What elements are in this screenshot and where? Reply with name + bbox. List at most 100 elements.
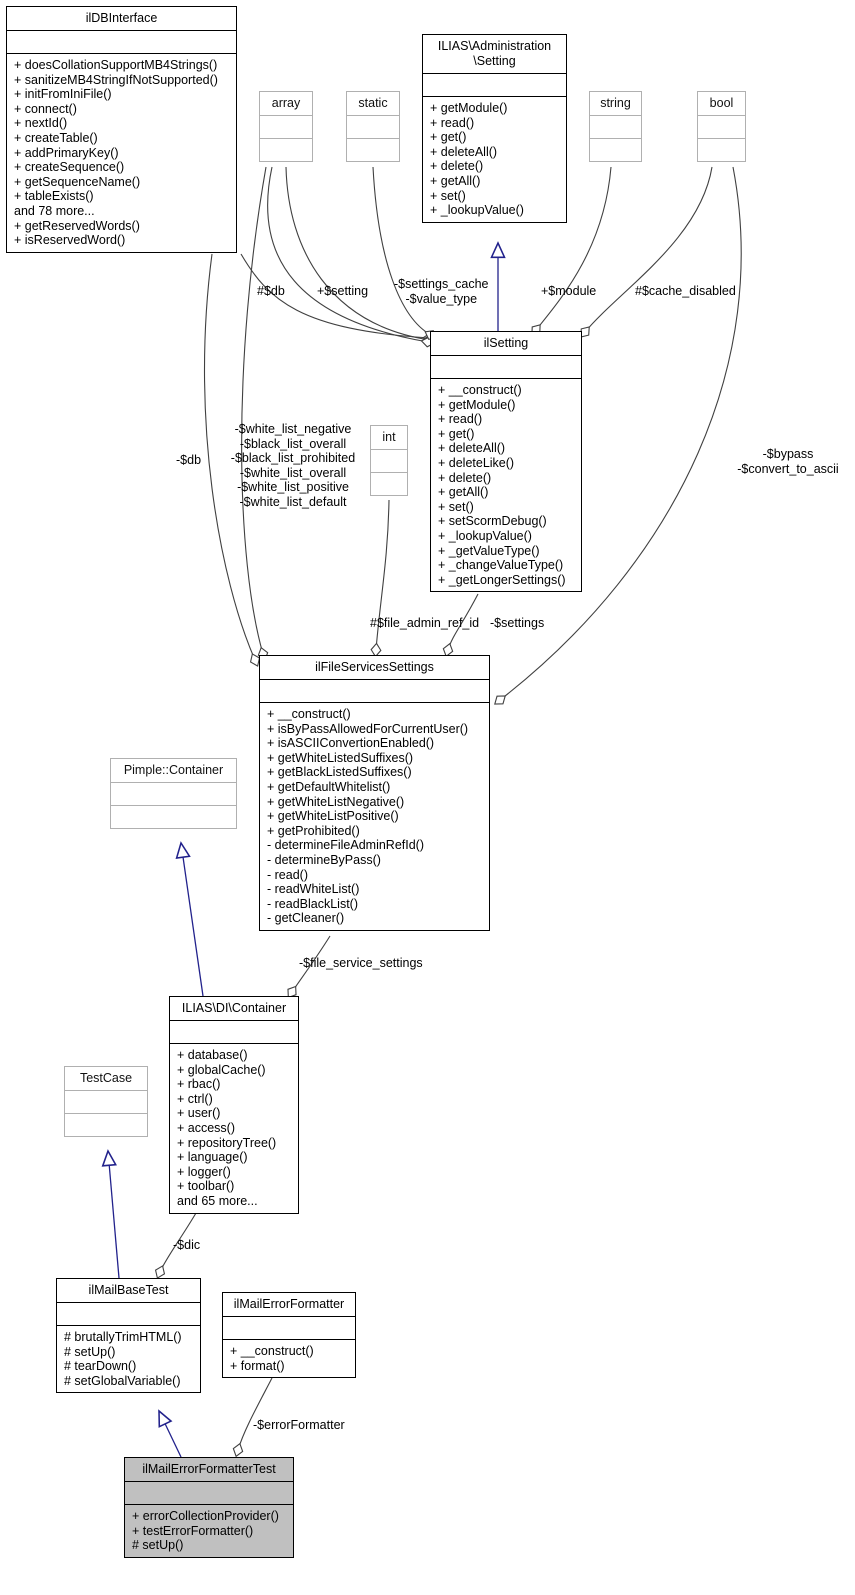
method-item: + __construct() xyxy=(230,1344,314,1358)
method-item: + __construct() xyxy=(438,383,522,397)
method-item: + getBlackListedSuffixes() xyxy=(267,765,412,780)
method-item: + getProhibited() xyxy=(267,823,360,838)
class-node-bool[interactable]: bool xyxy=(697,91,746,162)
method-item: + read() xyxy=(430,115,475,130)
method-item: + globalCache() xyxy=(177,1062,266,1077)
class-methods-compartment: # brutallyTrimHTML() # setUp() # tearDow… xyxy=(57,1325,200,1392)
class-attributes-compartment xyxy=(347,115,399,138)
method-item: + __construct() xyxy=(267,707,351,721)
method-item: - getCleaner() xyxy=(267,911,345,926)
class-node-ilDBInterface[interactable]: ilDBInterface + doesCollationSupportMB4S… xyxy=(6,6,237,253)
method-item: + ctrl() xyxy=(177,1091,213,1106)
class-attributes-compartment xyxy=(111,782,236,805)
class-methods-compartment: + __construct() + format() xyxy=(223,1339,355,1377)
method-item: + createTable() xyxy=(14,130,98,145)
method-item: + getAll() xyxy=(430,173,481,188)
class-attributes-compartment xyxy=(371,449,407,472)
method-item: + rbac() xyxy=(177,1077,221,1092)
class-methods-compartment: + __construct() + isByPassAllowedForCurr… xyxy=(260,702,489,930)
class-node-pimple-container[interactable]: Pimple::Container xyxy=(110,758,237,829)
method-item: and 78 more... xyxy=(14,203,95,218)
method-item: + set() xyxy=(430,188,466,203)
class-attributes-compartment xyxy=(260,115,312,138)
class-node-ilias-di-container[interactable]: ILIAS\DI\Container + database() + global… xyxy=(169,996,299,1214)
method-item: + getSequenceName() xyxy=(14,174,141,189)
method-item: + getModule() xyxy=(438,397,516,412)
class-methods-compartment: + doesCollationSupportMB4Strings() + san… xyxy=(7,53,236,252)
method-item: + testErrorFormatter() xyxy=(132,1523,254,1538)
class-methods-compartment xyxy=(698,138,745,161)
class-node-ilias-administration-setting[interactable]: ILIAS\Administration \Setting + getModul… xyxy=(422,34,567,223)
method-item: + delete() xyxy=(438,470,492,485)
class-title: static xyxy=(358,96,388,110)
class-attributes-compartment xyxy=(7,30,236,53)
edge-label-db-ilsetting: #$db xyxy=(257,284,285,298)
method-item: + getModule() xyxy=(430,101,508,115)
method-item: + _getValueType() xyxy=(438,543,540,558)
class-title: string xyxy=(600,96,631,110)
method-item: and 65 more... xyxy=(177,1193,258,1208)
class-title: array xyxy=(271,96,301,110)
method-item: + format() xyxy=(230,1358,285,1373)
class-node-string[interactable]: string xyxy=(589,91,642,162)
method-item: - determineFileAdminRefId() xyxy=(267,838,424,853)
method-item: + isReservedWord() xyxy=(14,233,126,248)
method-item: + getWhiteListedSuffixes() xyxy=(267,750,414,765)
edge-label-error-formatter: -$errorFormatter xyxy=(253,1418,345,1432)
method-item: + tableExists() xyxy=(14,189,94,204)
edge-label-settings-cache: -$settings_cache -$value_type xyxy=(394,277,489,306)
class-methods-compartment: + getModule() + read() + get() + deleteA… xyxy=(423,96,566,222)
method-item: + getWhiteListNegative() xyxy=(267,794,405,809)
class-methods-compartment xyxy=(260,138,312,161)
method-item: + _lookupValue() xyxy=(438,528,532,543)
class-title: ilMailBaseTest xyxy=(88,1283,169,1297)
method-item: - readWhiteList() xyxy=(267,882,360,897)
method-item: + connect() xyxy=(14,101,77,116)
class-methods-compartment xyxy=(347,138,399,161)
method-item: + getAll() xyxy=(438,485,489,500)
class-methods-compartment xyxy=(371,472,407,495)
class-methods-compartment xyxy=(590,138,641,161)
method-item: + deleteLike() xyxy=(438,455,515,470)
class-node-testcase[interactable]: TestCase xyxy=(64,1066,148,1137)
method-item: + get() xyxy=(438,426,475,441)
class-node-array[interactable]: array xyxy=(259,91,313,162)
class-node-ilFileServicesSettings[interactable]: ilFileServicesSettings + __construct() +… xyxy=(259,655,490,931)
method-item: # setGlobalVariable() xyxy=(64,1373,181,1388)
method-item: + _changeValueType() xyxy=(438,558,564,573)
method-item: + logger() xyxy=(177,1164,231,1179)
method-item: + database() xyxy=(177,1048,248,1062)
class-title: ILIAS\DI\Container xyxy=(181,1001,287,1015)
edge-label-setting: +$setting xyxy=(317,284,369,298)
class-node-int[interactable]: int xyxy=(370,425,408,496)
edge-label-file-service-settings: -$file_service_settings xyxy=(299,956,423,970)
class-node-ilMailErrorFormatter[interactable]: ilMailErrorFormatter + __construct() + f… xyxy=(222,1292,356,1379)
edge-label-cache-disabled: #$cache_disabled xyxy=(635,284,736,298)
method-item: # tearDown() xyxy=(64,1359,137,1374)
method-item: + isASCIIConvertionEnabled() xyxy=(267,736,435,751)
class-title: ilFileServicesSettings xyxy=(315,660,434,674)
class-attributes-compartment xyxy=(223,1316,355,1339)
method-item: + doesCollationSupportMB4Strings() xyxy=(14,58,218,72)
class-node-ilMailErrorFormatterTest[interactable]: ilMailErrorFormatterTest + errorCollecti… xyxy=(124,1457,294,1558)
class-node-static[interactable]: static xyxy=(346,91,400,162)
edge-label-db-filesvc: -$db xyxy=(176,453,202,467)
method-item: + isByPassAllowedForCurrentUser() xyxy=(267,721,469,736)
class-node-ilMailBaseTest[interactable]: ilMailBaseTest # brutallyTrimHTML() # se… xyxy=(56,1278,201,1394)
class-attributes-compartment xyxy=(590,115,641,138)
class-methods-compartment: + database() + globalCache() + rbac() + … xyxy=(170,1043,298,1213)
class-title: TestCase xyxy=(79,1071,133,1085)
method-item: + nextId() xyxy=(14,116,68,131)
method-item: + set() xyxy=(438,499,474,514)
class-node-ilSetting[interactable]: ilSetting + __construct() + getModule() … xyxy=(430,331,582,593)
class-title: int xyxy=(382,430,396,444)
class-attributes-compartment xyxy=(170,1020,298,1043)
class-attributes-compartment xyxy=(260,679,489,702)
edge-label-whitelists: -$white_list_negative -$black_list_overa… xyxy=(230,422,356,509)
method-item: - determineByPass() xyxy=(267,852,381,867)
method-item: + deleteAll() xyxy=(438,441,506,456)
method-item: # setUp() xyxy=(132,1538,184,1553)
method-item: + errorCollectionProvider() xyxy=(132,1509,279,1523)
class-attributes-compartment xyxy=(57,1302,200,1325)
